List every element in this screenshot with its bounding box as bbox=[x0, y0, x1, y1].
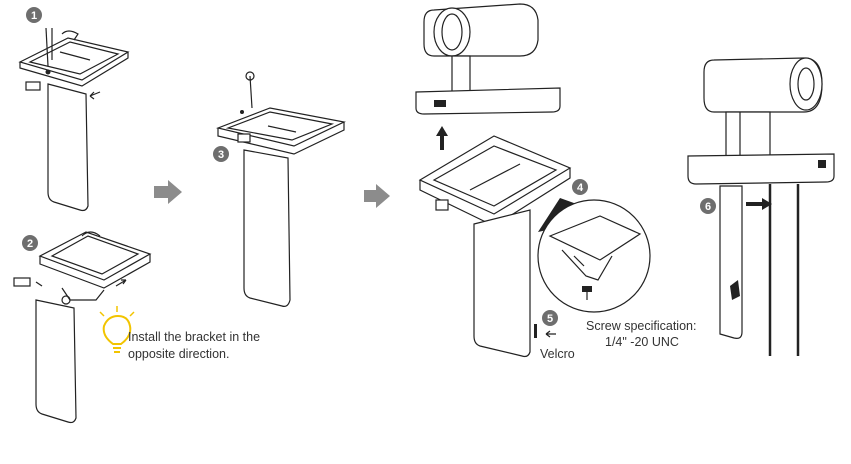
step6-badge: 6 bbox=[700, 198, 716, 214]
camera-illustration-step4 bbox=[415, 3, 561, 150]
tip-line1: Install the bracket in the bbox=[128, 330, 260, 344]
tip-line2: opposite direction. bbox=[128, 347, 229, 361]
step4-badge: 4 bbox=[572, 179, 588, 195]
step6-number: 6 bbox=[705, 201, 711, 213]
velcro-label: Velcro bbox=[540, 347, 575, 361]
bracket-illustration-step4 bbox=[418, 135, 572, 358]
velcro-strip bbox=[534, 324, 537, 338]
screw-spec-line2: 1/4" -20 UNC bbox=[605, 335, 679, 349]
screw-spec-line1: Screw specification: bbox=[586, 319, 696, 333]
step2-badge: 2 bbox=[22, 235, 38, 251]
step3-badge: 3 bbox=[213, 146, 229, 162]
step2-number: 2 bbox=[27, 238, 33, 250]
step3-number: 3 bbox=[218, 149, 224, 161]
lightbulb-icon bbox=[99, 306, 135, 353]
step4-number: 4 bbox=[577, 182, 584, 194]
step1-badge: 1 bbox=[26, 7, 42, 23]
flow-arrow-1 bbox=[154, 180, 182, 204]
step2-illustration bbox=[13, 231, 152, 424]
screw-detail-zoom bbox=[537, 198, 651, 313]
step5-badge: 5 bbox=[542, 310, 558, 326]
step1-illustration bbox=[18, 27, 130, 212]
velcro-arrow bbox=[545, 330, 556, 338]
step5-number: 5 bbox=[547, 313, 553, 325]
step6-illustration bbox=[687, 57, 835, 356]
flow-arrow-2 bbox=[364, 184, 390, 208]
step1-number: 1 bbox=[31, 10, 37, 22]
step3-illustration bbox=[215, 71, 346, 307]
